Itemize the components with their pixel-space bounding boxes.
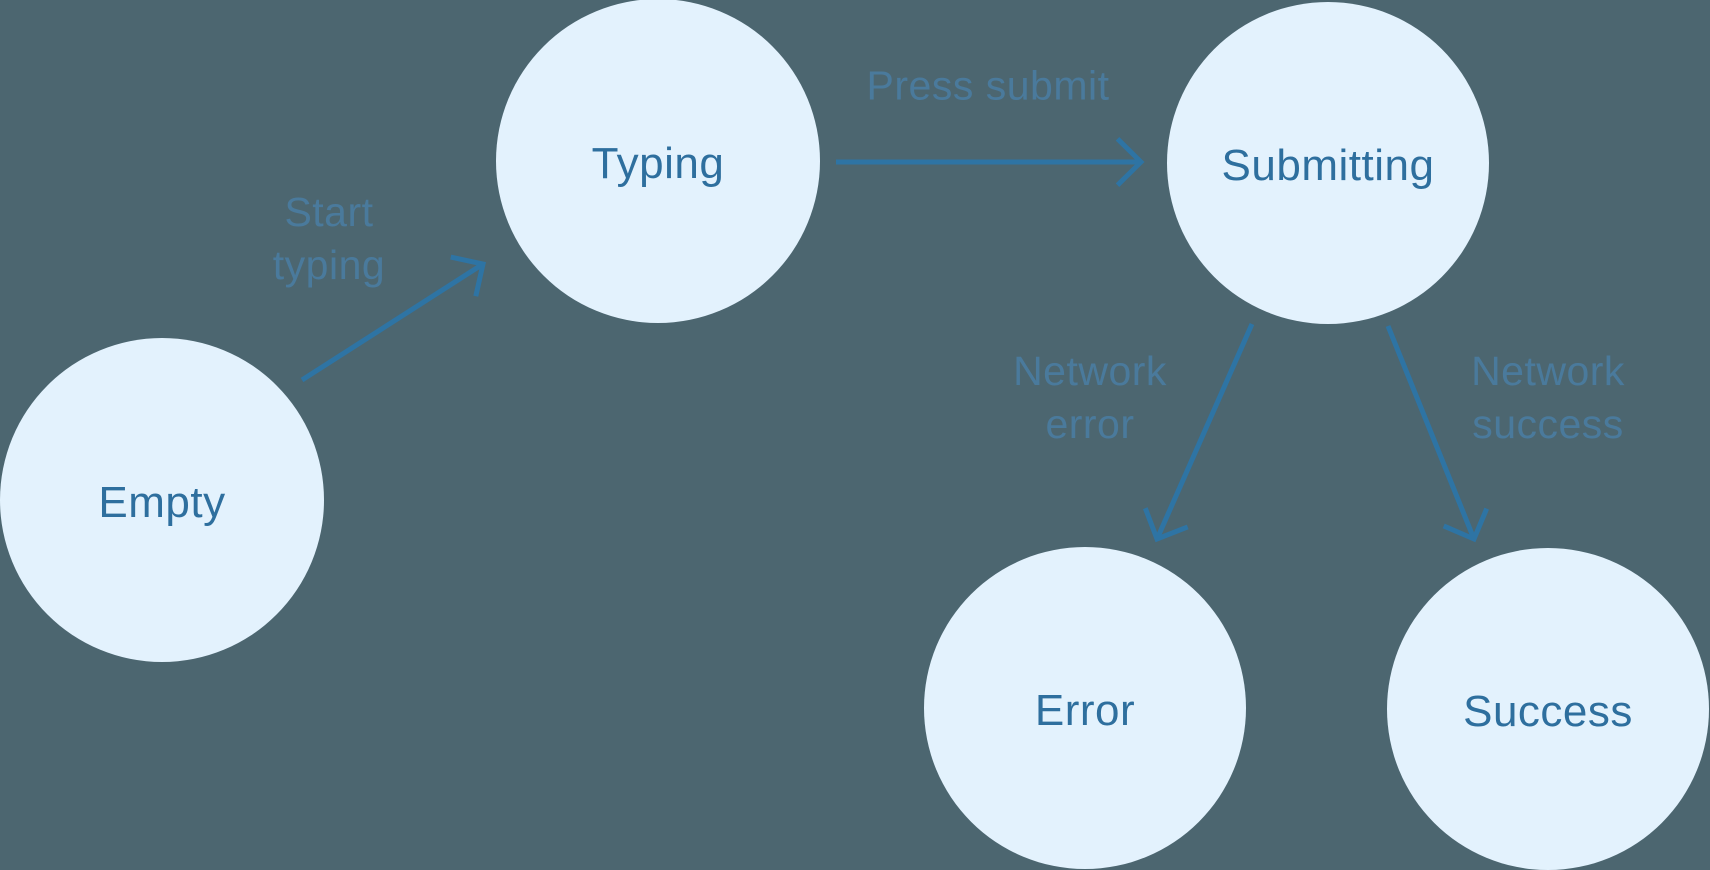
edge-label-submitting-to-error: Network error — [1013, 345, 1167, 451]
edge-typing-to-submitting — [836, 137, 1145, 187]
edge-label-line: Press submit — [866, 62, 1110, 109]
state-node-label: Submitting — [1221, 141, 1435, 190]
edge-submitting-to-success — [1385, 325, 1490, 543]
edge-label-empty-to-typing: Start typing — [273, 186, 385, 292]
edge-label-line: success — [1472, 401, 1624, 447]
state-node-success: Success — [1387, 548, 1709, 870]
arrowhead-icon — [1442, 507, 1490, 543]
state-node-submitting: Submitting — [1167, 2, 1489, 324]
state-node-label: Success — [1463, 687, 1633, 736]
edge-submitting-to-error — [1142, 322, 1255, 543]
state-node-label: Empty — [98, 478, 226, 527]
edge-line — [1154, 322, 1255, 541]
edge-label-line: error — [1045, 401, 1135, 447]
state-node-typing: Typing — [496, 0, 820, 323]
edge-label-line: Network — [1471, 348, 1625, 394]
edge-line — [300, 261, 485, 383]
edge-line — [1385, 325, 1477, 540]
edge-label-line: Start — [284, 189, 374, 235]
arrowhead-icon — [1115, 137, 1145, 187]
arrowhead-icon — [1142, 507, 1189, 543]
edge-label-typing-to-submitting: Press submit — [867, 60, 1110, 113]
edge-label-submitting-to-success: Network success — [1471, 345, 1625, 451]
arrowhead-icon — [450, 254, 486, 297]
state-node-label: Typing — [591, 139, 725, 188]
edge-label-line: Network — [1013, 348, 1167, 394]
edge-label-line: typing — [272, 242, 386, 288]
state-node-empty: Empty — [0, 338, 324, 662]
edge-empty-to-typing — [300, 254, 486, 383]
state-node-error: Error — [924, 547, 1246, 869]
state-node-label: Error — [1034, 686, 1136, 735]
